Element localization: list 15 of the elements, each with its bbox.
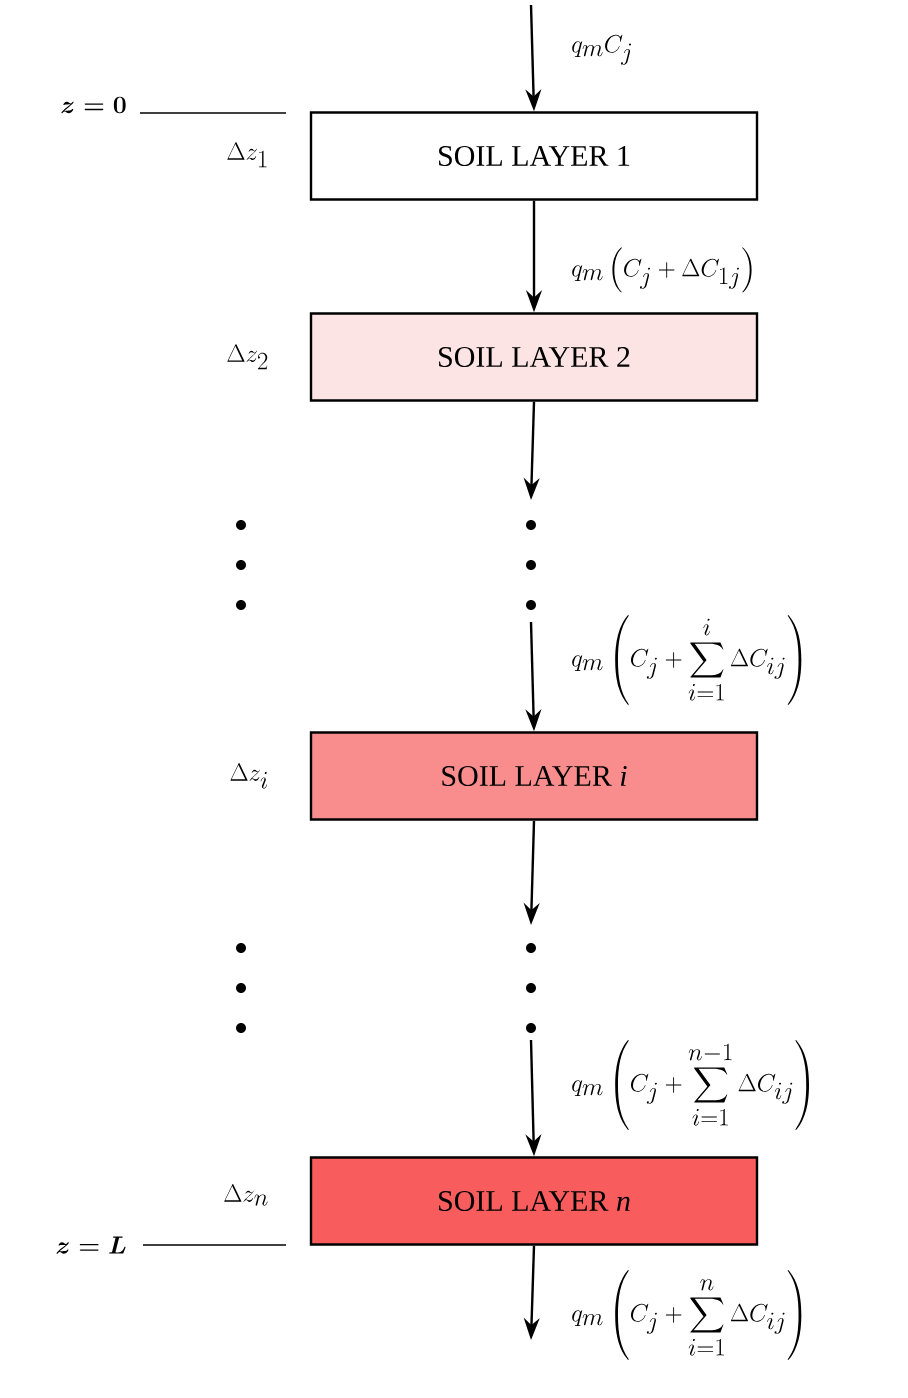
layer-box: SOIL LAYER n — [309, 1156, 759, 1246]
layer-box: SOIL LAYER i — [309, 731, 759, 821]
layer-box: SOIL LAYER 1 — [309, 111, 759, 201]
depth-label: $\Delta z_1$ — [227, 142, 267, 168]
depth-label: $\Delta z_2$ — [227, 344, 268, 370]
depth-label: $\boldsymbol{z=L}$ — [56, 1236, 126, 1254]
depth-label: $\Delta z_n$ — [224, 1184, 268, 1206]
edge-label: $q_m C_j$ — [572, 34, 631, 66]
edge-label: $q_m\left(C_j+\Delta C_{1j}\right)$ — [572, 247, 752, 293]
edge-label: $q_m\left(C_j+\sum_{i=1}^{i}\Delta C_{ij}\right)$ — [572, 615, 802, 705]
layer-box: SOIL LAYER 2 — [309, 312, 759, 402]
edge-label: $q_m\left(C_j+\sum_{i=1}^{n}\Delta C_{ij}\right)$ — [572, 1270, 802, 1360]
depth-label: $\Delta z_i$ — [230, 763, 268, 789]
edge-label: $q_m\left(C_j+\sum_{i=1}^{n-1}\Delta C_{ij}\right)$ — [572, 1040, 809, 1130]
depth-label: $\boldsymbol{z=0}$ — [61, 96, 126, 114]
